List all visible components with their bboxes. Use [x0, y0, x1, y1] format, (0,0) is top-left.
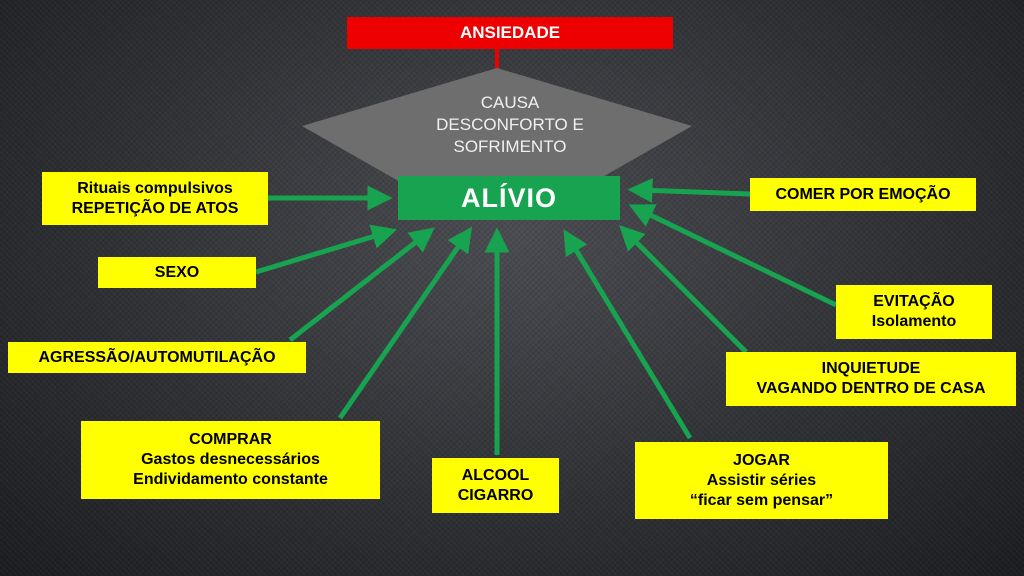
arrow-jogar — [563, 229, 693, 440]
emotional-eating-box: COMER POR EMOÇÃO — [750, 178, 976, 211]
relief-box: ALÍVIO — [398, 176, 620, 220]
box-line: COMER POR EMOÇÃO — [775, 185, 951, 203]
arrow-evitacao — [628, 204, 838, 308]
alcohol-box: ALCOOL CIGARRO — [432, 458, 559, 513]
restlessness-box: INQUIETUDE VAGANDO DENTRO DE CASA — [726, 352, 1016, 406]
box-line: VAGANDO DENTRO DE CASA — [756, 380, 986, 397]
box-line: ALCOOL — [461, 466, 530, 484]
box-line: Endividamento constante — [133, 471, 328, 488]
cause-diamond — [302, 68, 692, 183]
box-line: Gastos desnecessários — [141, 451, 320, 468]
arrow-sexo — [255, 224, 397, 275]
aggression-box: AGRESSÃO/AUTOMUTILAÇÃO — [8, 342, 306, 373]
box-line: “ficar sem pensar” — [689, 491, 834, 509]
box-line: INQUIETUDE — [821, 360, 921, 377]
cause-text: CAUSA DESCONFORTO E SOFRIMENTO — [380, 92, 640, 158]
box-line: JOGAR — [733, 451, 790, 469]
arrow-inquietude — [619, 225, 748, 354]
box-line: SEXO — [154, 263, 200, 281]
box-line: COMPRAR — [189, 431, 272, 448]
box-line: AGRESSÃO/AUTOMUTILAÇÃO — [38, 348, 276, 366]
box-line: EVITAÇÃO — [873, 293, 955, 310]
box-line: CIGARRO — [457, 486, 534, 504]
box-line: Isolamento — [871, 313, 957, 330]
arrow-comer — [627, 177, 751, 203]
cause-line: CAUSA — [480, 93, 540, 112]
cause-line: DESCONFORTO E — [436, 115, 584, 134]
shopping-box: COMPRAR Gastos desnecessários Endividame… — [81, 421, 380, 499]
avoidance-box: EVITAÇÃO Isolamento — [836, 285, 992, 339]
sex-box: SEXO — [98, 257, 256, 288]
arrow-comprar — [337, 226, 473, 420]
box-line: REPETIÇÃO DE ATOS — [71, 199, 239, 217]
anxiety-title: ANSIEDADE — [347, 17, 673, 49]
rituals-box: Rituais compulsivos REPETIÇÃO DE ATOS — [42, 172, 268, 225]
box-line: Rituais compulsivos — [77, 179, 233, 197]
arrow-agressao — [288, 227, 435, 342]
cause-line: SOFRIMENTO — [453, 137, 567, 156]
box-line: Assistir séries — [706, 471, 817, 489]
gaming-box: JOGAR Assistir séries “ficar sem pensar” — [635, 442, 888, 519]
